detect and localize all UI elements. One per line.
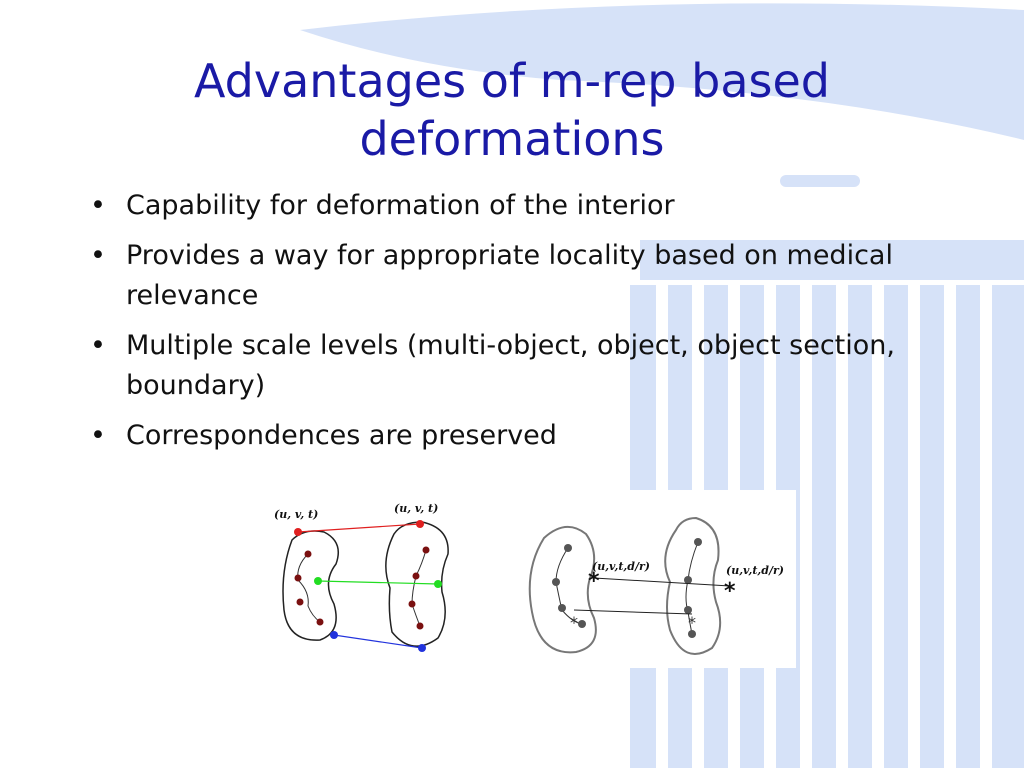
bullet-dot-icon: • (90, 240, 106, 271)
medial-atom (688, 630, 696, 638)
bullet-dot-icon: • (90, 330, 106, 361)
correspondence-point (314, 577, 322, 585)
medial-atom (304, 550, 312, 558)
object-outline-right (385, 521, 449, 647)
object-coordinate-figure: (u,v,t,d/r) (u,v,t,d/r) * * * * (520, 490, 796, 668)
bullet-item: • Provides a way for appropriate localit… (84, 236, 944, 316)
medial-atom (558, 604, 566, 612)
medial-atom (294, 574, 302, 582)
bullet-dot-icon: • (90, 420, 106, 451)
medial-atom (684, 576, 692, 584)
object-outline-left (528, 526, 597, 654)
coordinate-line-upper (593, 577, 731, 587)
medial-curve-right (685, 541, 699, 635)
correspondence-point (294, 528, 302, 536)
position-marker-right: * (724, 579, 736, 604)
bullet-item: • Correspondences are preserved (84, 416, 944, 456)
medial-atom (578, 620, 586, 628)
correspondence-point (330, 631, 338, 639)
medial-curve-right (411, 549, 427, 627)
coordinate-label-left: (u,v,t,d/r) (592, 560, 650, 573)
position-marker-left: * (588, 569, 600, 594)
bullet-dot-icon: • (90, 190, 106, 221)
correspondence-point (416, 520, 424, 528)
bullet-item: • Multiple scale levels (multi-object, o… (84, 326, 944, 406)
object-outline-left (282, 530, 339, 641)
coordinate-label-right: (u,v,t,d/r) (726, 564, 784, 577)
medial-atom (552, 578, 560, 586)
correspondence-line-bottom (333, 634, 423, 649)
medial-curve-left (297, 553, 321, 623)
slide-title: Advantages of m-rep based deformations (194, 54, 830, 166)
object-coordinate-diagram: (u,v,t,d/r) (u,v,t,d/r) * * * * (528, 516, 784, 655)
correspondence-point (418, 644, 426, 652)
bullet-text: Correspondences are preserved (126, 420, 557, 451)
medial-atom (416, 622, 424, 630)
m-rep-correspondence-diagram: (u, v, t) (u, v, t) (274, 502, 449, 652)
medial-atom (412, 572, 420, 580)
coordinate-line-lower (573, 609, 693, 615)
medial-atom (296, 598, 304, 606)
bullet-item: • Capability for deformation of the inte… (84, 186, 944, 226)
object-outline-right (664, 516, 722, 655)
medial-atom (684, 606, 692, 614)
position-marker-small-right: * (688, 613, 696, 632)
correspondence-line-top (297, 523, 421, 533)
position-marker-small-left: * (570, 613, 578, 632)
medial-curve-left (555, 547, 583, 625)
bullet-list: • Capability for deformation of the inte… (84, 186, 944, 466)
correspondence-point (434, 580, 442, 588)
medial-atom (694, 538, 702, 546)
figure-label-left: (u, v, t) (274, 508, 318, 521)
medial-atom (316, 618, 324, 626)
bullet-text: Capability for deformation of the interi… (126, 190, 675, 221)
correspondence-line-middle (317, 580, 439, 585)
medial-atom (408, 600, 416, 608)
m-rep-correspondence-figure: (u, v, t) (u, v, t) (262, 492, 462, 660)
medial-atom (564, 544, 572, 552)
figure-label-right: (u, v, t) (394, 502, 438, 515)
bullet-text: Multiple scale levels (multi-object, obj… (126, 330, 895, 401)
bullet-text: Provides a way for appropriate locality … (126, 240, 893, 311)
medial-atom (422, 546, 430, 554)
